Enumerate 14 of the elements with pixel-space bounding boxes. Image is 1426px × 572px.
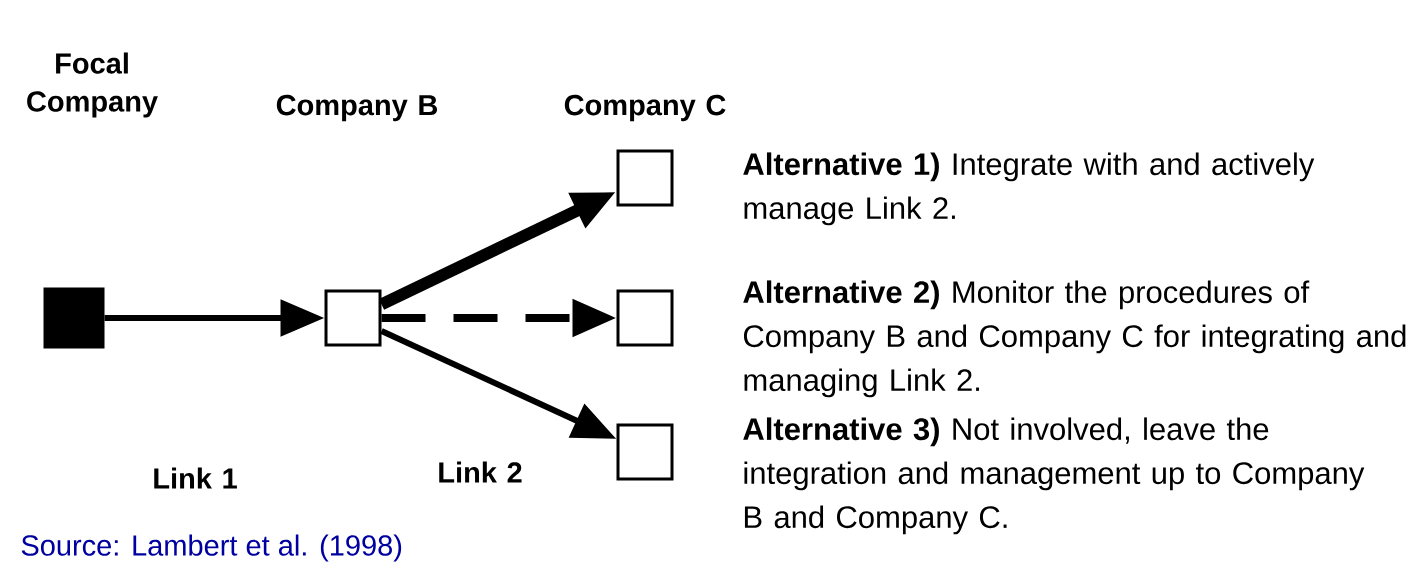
- company-box: [43, 287, 105, 349]
- link-label: Link 2: [439, 461, 522, 483]
- alternative-text: Alternative 1) Integrate with and actively manage Link 2.: [743, 152, 1315, 226]
- alternative-text: Alternative 2) Monitor the procedures of Company B and Company C for integrating and managing Link 2.: [743, 280, 1406, 398]
- company-box: [616, 149, 674, 207]
- company-heading: Company C: [564, 94, 726, 122]
- alternative-text: Alternative 3) Not involved, leave the integration and management up to Company B and Company C.: [743, 417, 1365, 535]
- link-label: Link 1: [154, 467, 237, 489]
- company-box: [324, 289, 382, 347]
- company-heading: Focal Company: [27, 52, 158, 118]
- company-box: [616, 423, 674, 481]
- company-box: [616, 289, 674, 347]
- source-note: Source: Lambert et al. (1998): [21, 534, 402, 562]
- company-heading: Company B: [276, 94, 438, 122]
